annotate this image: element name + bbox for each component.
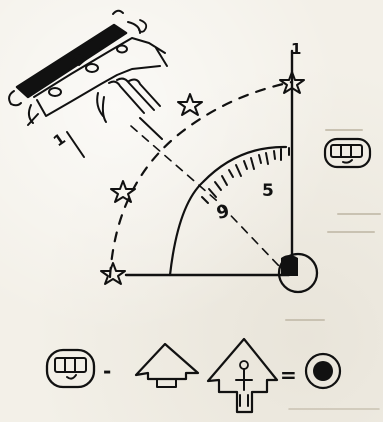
scale-five-label: 5: [262, 181, 274, 201]
star-icon: [101, 263, 125, 284]
top-index-label: 1: [291, 40, 301, 58]
scale-nine-label: 9: [215, 201, 232, 224]
person-in-triangle-symbol: [208, 339, 277, 412]
right-angle-guides: [126, 51, 317, 292]
triangle-symbol: [136, 344, 198, 387]
diagram-labels: 1 1 5 9: [50, 40, 301, 224]
star-icon: [111, 181, 135, 202]
top-left-hardware-sketch: [9, 11, 167, 157]
minus-sign: -: [103, 359, 111, 383]
bottom-device-symbol: [47, 350, 94, 387]
left-index-label: 1: [50, 130, 69, 151]
star-icon: [178, 94, 202, 115]
upper-device-symbol: [325, 139, 370, 167]
star-markers: [101, 72, 304, 284]
bottom-equation: - =: [47, 339, 340, 412]
equals-sign: =: [280, 363, 297, 387]
dashed-arc: [110, 82, 292, 277]
scale-ticks: [202, 148, 289, 203]
bullseye-symbol: [306, 354, 340, 388]
